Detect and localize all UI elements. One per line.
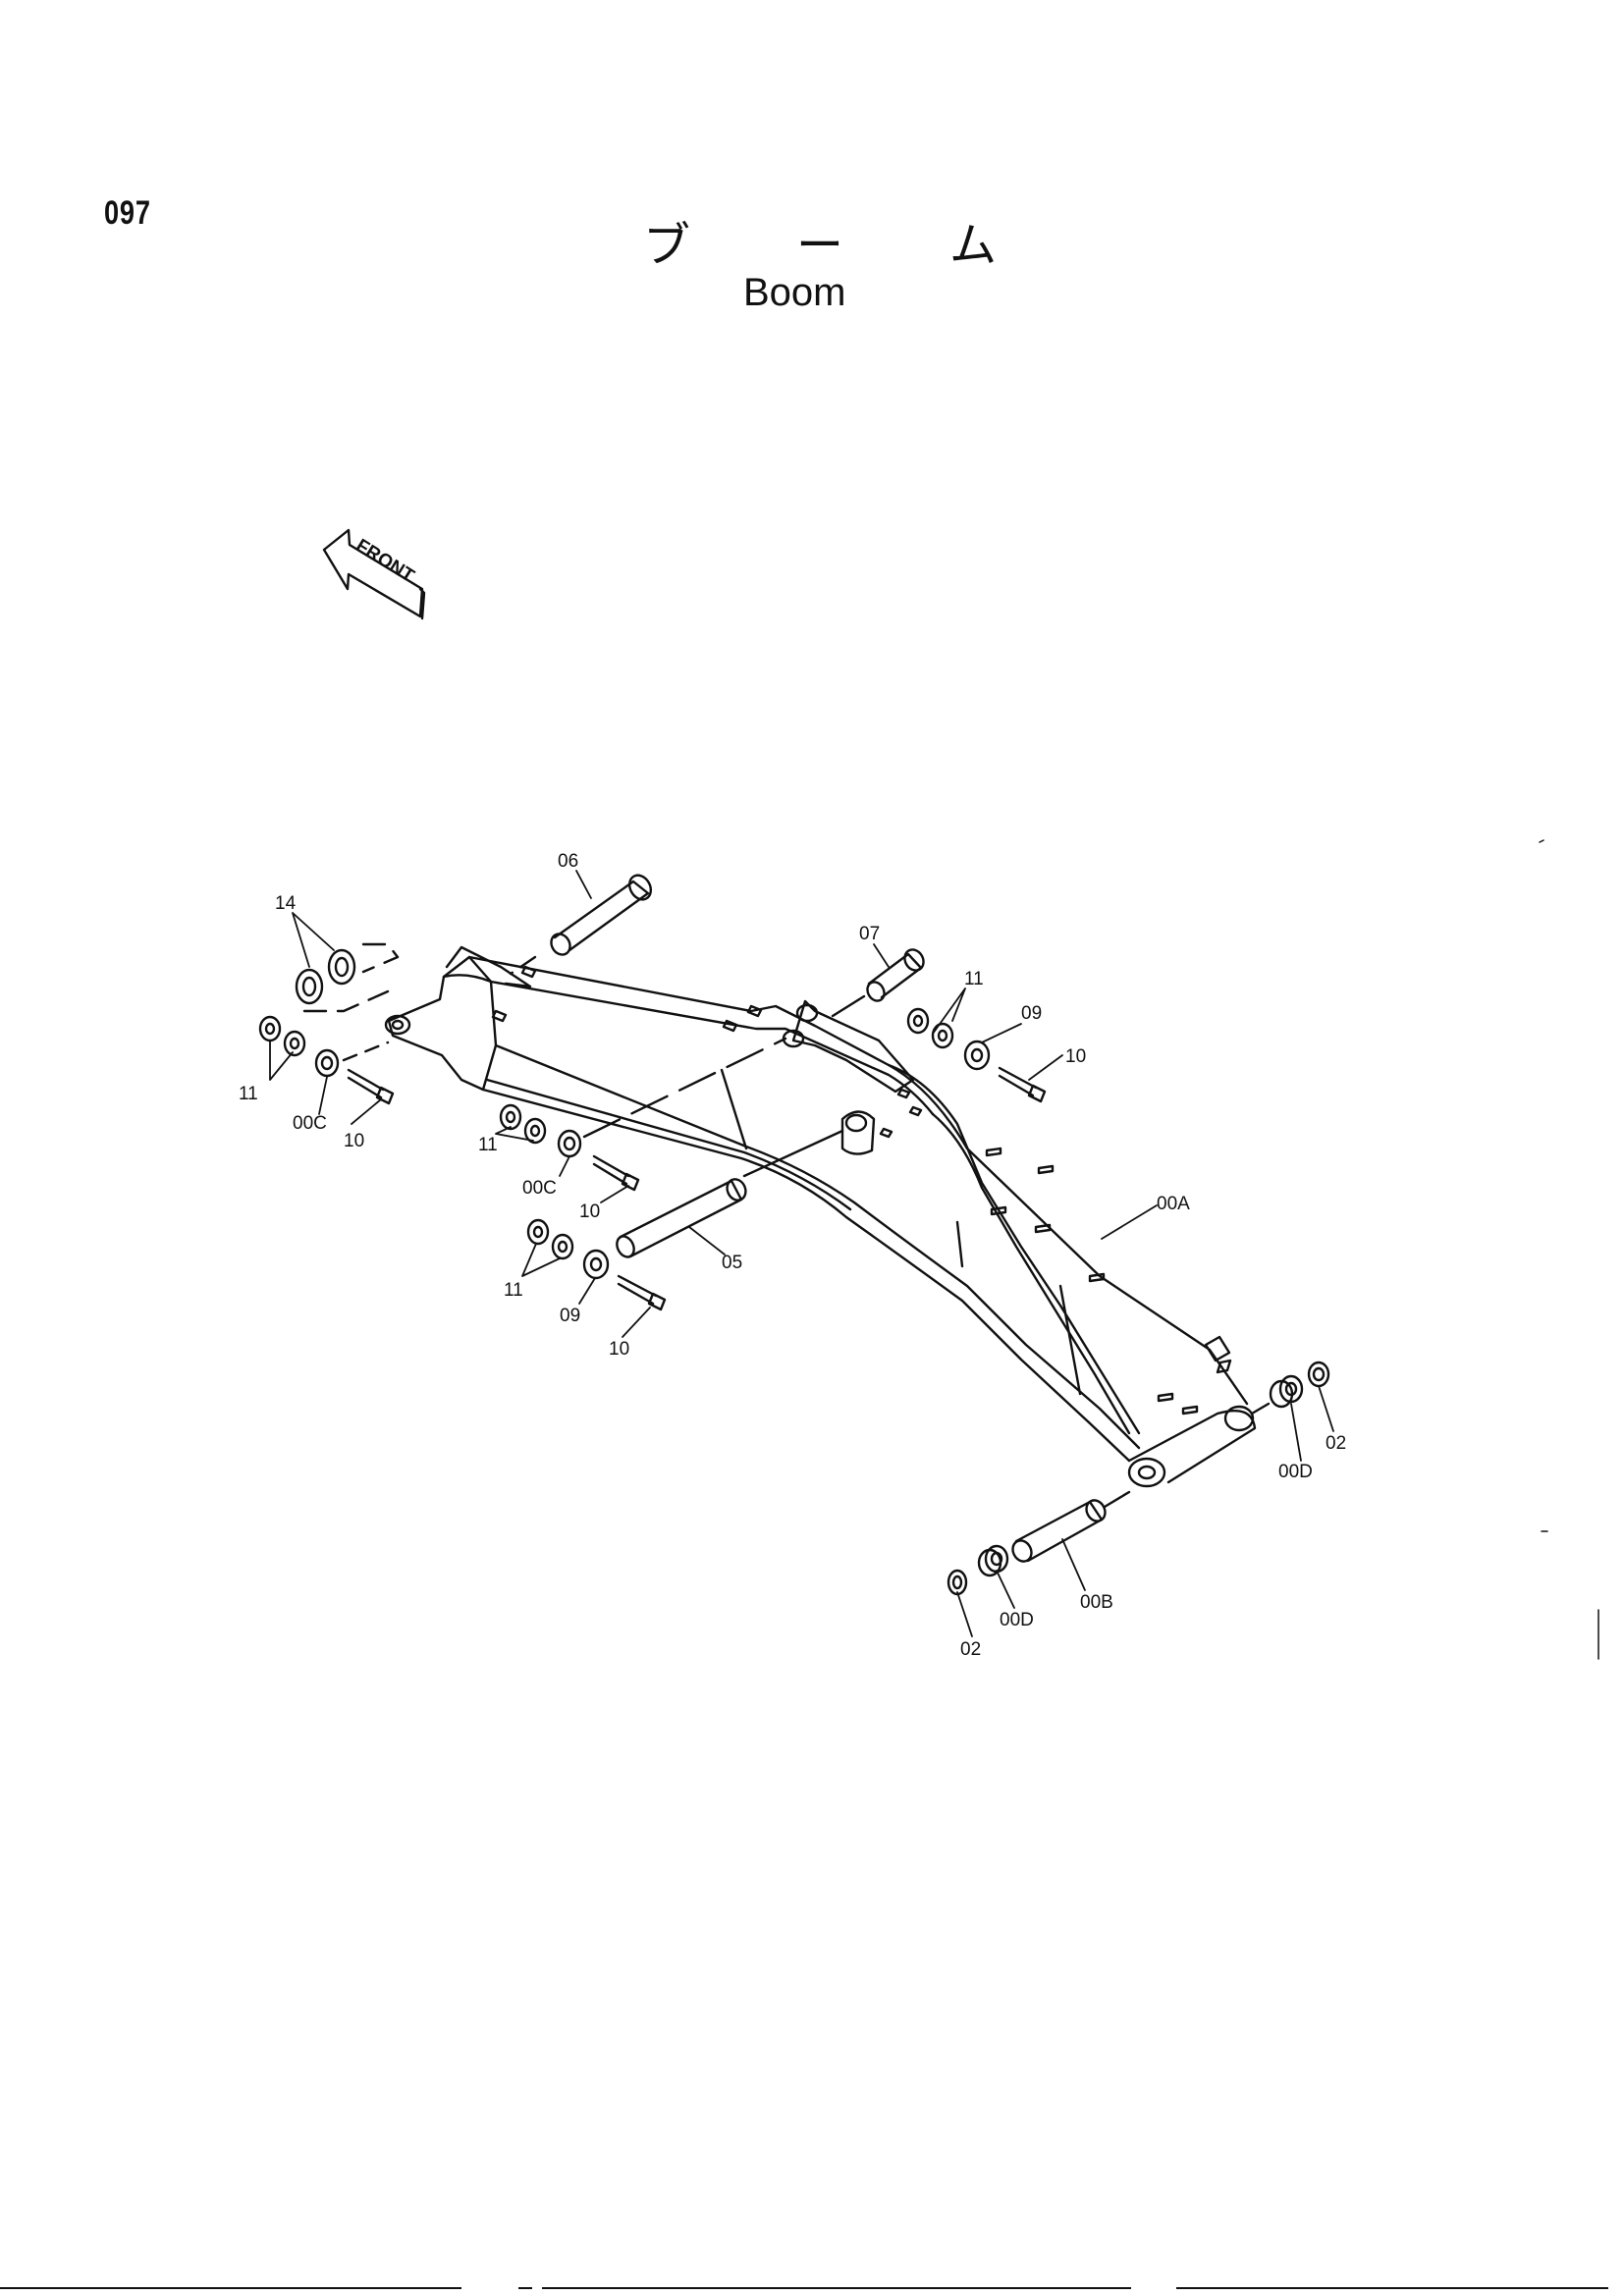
callout-02-right: 02	[1326, 1433, 1346, 1454]
callout-11-mid: 11	[478, 1135, 498, 1155]
bottom-rule-left	[0, 2287, 461, 2289]
callout-10-left: 10	[344, 1131, 364, 1151]
scan-marks	[1539, 839, 1599, 1660]
pin-05	[616, 1129, 844, 1258]
title-english: Boom	[743, 271, 846, 314]
callout-09-lower: 09	[560, 1306, 580, 1326]
bottom-rule-right	[1176, 2287, 1608, 2289]
callout-00C-mid: 00C	[522, 1178, 557, 1199]
callout-02-bottom: 02	[960, 1639, 981, 1660]
callout-00D-bottom: 00D	[1000, 1610, 1034, 1630]
callout-00A: 00A	[1157, 1194, 1190, 1214]
fastener-group-left	[258, 1015, 395, 1105]
callout-14: 14	[275, 893, 297, 914]
bushings-right	[1250, 1361, 1330, 1415]
callout-05: 05	[722, 1253, 742, 1273]
callout-11-lower: 11	[504, 1280, 523, 1301]
page-number: 097	[104, 194, 151, 232]
callout-10-upper-right: 10	[1065, 1046, 1086, 1067]
fastener-group-mid	[499, 1037, 787, 1192]
bottom-rule-mid	[542, 2287, 1131, 2289]
leader-lines	[269, 870, 1334, 1637]
callout-11-left: 11	[239, 1084, 258, 1104]
front-label: FRONT	[352, 535, 418, 587]
callout-10-mid: 10	[579, 1201, 600, 1222]
callout-10-lower: 10	[609, 1339, 629, 1360]
fastener-group-upper-right	[906, 1007, 1047, 1103]
washers-14	[295, 942, 400, 1013]
pin-00B	[1011, 1490, 1131, 1563]
title-jp-char-2: ー	[795, 218, 843, 273]
title-jp-char-3: ム	[948, 218, 997, 273]
fastener-group-lower	[526, 1218, 667, 1311]
pin-06	[509, 874, 653, 976]
title-japanese: ブ ー ム	[643, 206, 997, 273]
front-arrow-icon: FRONT	[322, 528, 426, 620]
bushings-bottom	[947, 1544, 1009, 1596]
pin-07	[831, 948, 925, 1018]
callout-00C-left: 00C	[293, 1113, 327, 1134]
callout-06: 06	[558, 851, 578, 872]
bottom-rule-dash	[518, 2287, 532, 2289]
callout-00D-right: 00D	[1278, 1462, 1313, 1482]
boom-body	[384, 945, 1257, 1488]
callout-07: 07	[859, 924, 880, 944]
callout-09-upper-right: 09	[1021, 1003, 1042, 1024]
callout-11-upper-right: 11	[964, 969, 984, 989]
title-jp-char-1: ブ	[643, 218, 691, 273]
callout-00B: 00B	[1080, 1592, 1113, 1613]
